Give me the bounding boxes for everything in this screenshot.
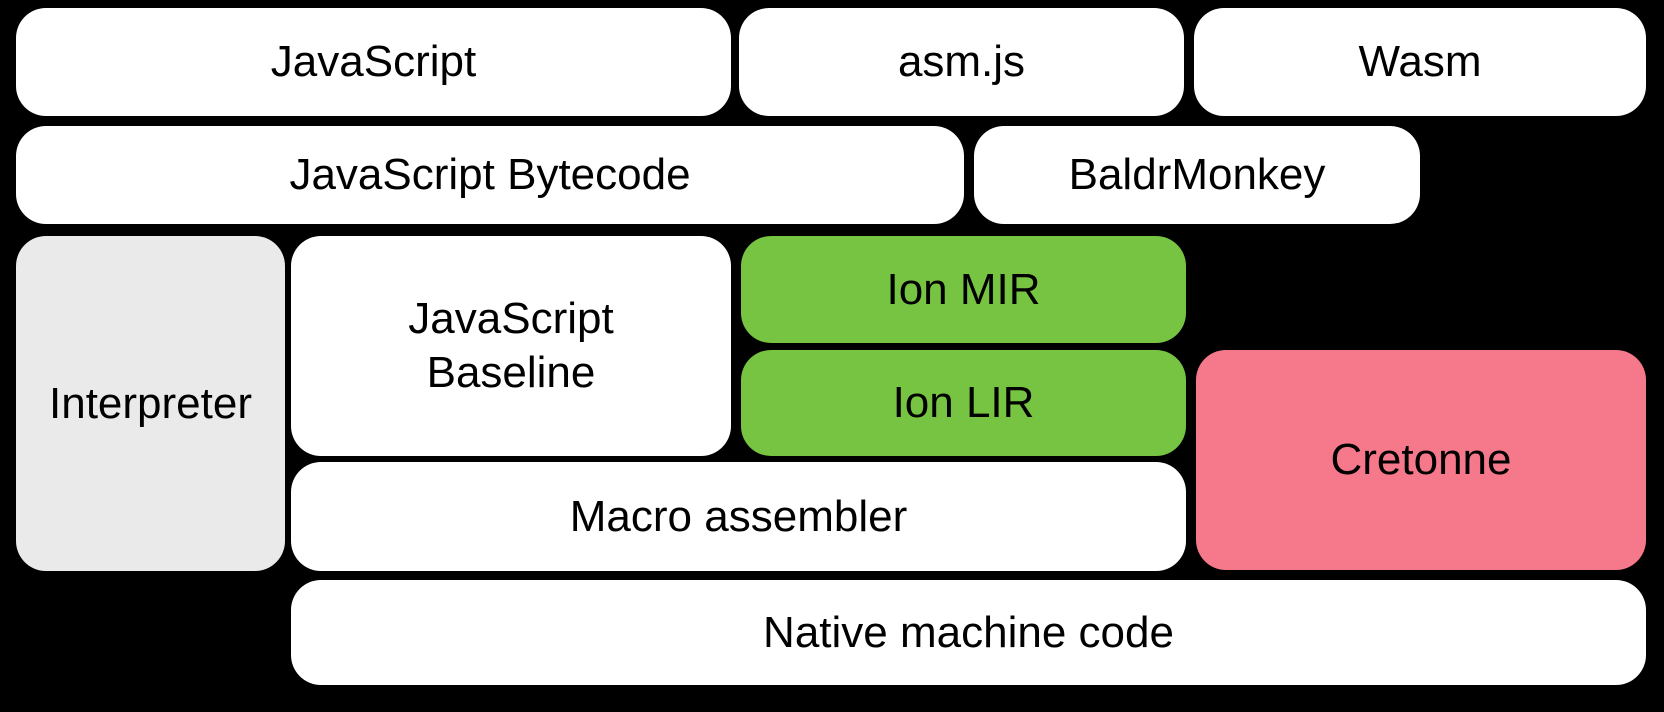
- box-wasm-label: Wasm: [1358, 37, 1482, 87]
- box-interpreter-label: Interpreter: [49, 378, 252, 428]
- box-javascript: JavaScript: [16, 8, 731, 116]
- box-ion-mir: Ion MIR: [741, 236, 1186, 343]
- box-wasm: Wasm: [1194, 8, 1646, 116]
- box-baldrmonkey-label: BaldrMonkey: [1068, 150, 1326, 200]
- box-cretonne-label: Cretonne: [1330, 435, 1512, 485]
- box-macro-assembler: Macro assembler: [291, 462, 1186, 571]
- box-native-machine-code: Native machine code: [291, 580, 1646, 685]
- box-cretonne: Cretonne: [1196, 350, 1646, 570]
- box-javascript-label: JavaScript: [270, 37, 477, 87]
- box-asmjs-label: asm.js: [897, 37, 1026, 87]
- box-javascript-bytecode: JavaScript Bytecode: [16, 126, 964, 224]
- box-ion-lir-label: Ion LIR: [892, 378, 1035, 428]
- box-baldrmonkey: BaldrMonkey: [974, 126, 1420, 224]
- box-ion-mir-label: Ion MIR: [886, 264, 1041, 314]
- box-javascript-bytecode-label: JavaScript Bytecode: [289, 150, 691, 200]
- box-asmjs: asm.js: [739, 8, 1184, 116]
- box-javascript-baseline: JavaScript Baseline: [291, 236, 731, 456]
- box-javascript-baseline-label: JavaScript Baseline: [408, 294, 614, 397]
- box-interpreter: Interpreter: [16, 236, 285, 571]
- box-native-machine-code-label: Native machine code: [763, 607, 1174, 657]
- box-ion-lir: Ion LIR: [741, 350, 1186, 456]
- box-macro-assembler-label: Macro assembler: [569, 491, 908, 541]
